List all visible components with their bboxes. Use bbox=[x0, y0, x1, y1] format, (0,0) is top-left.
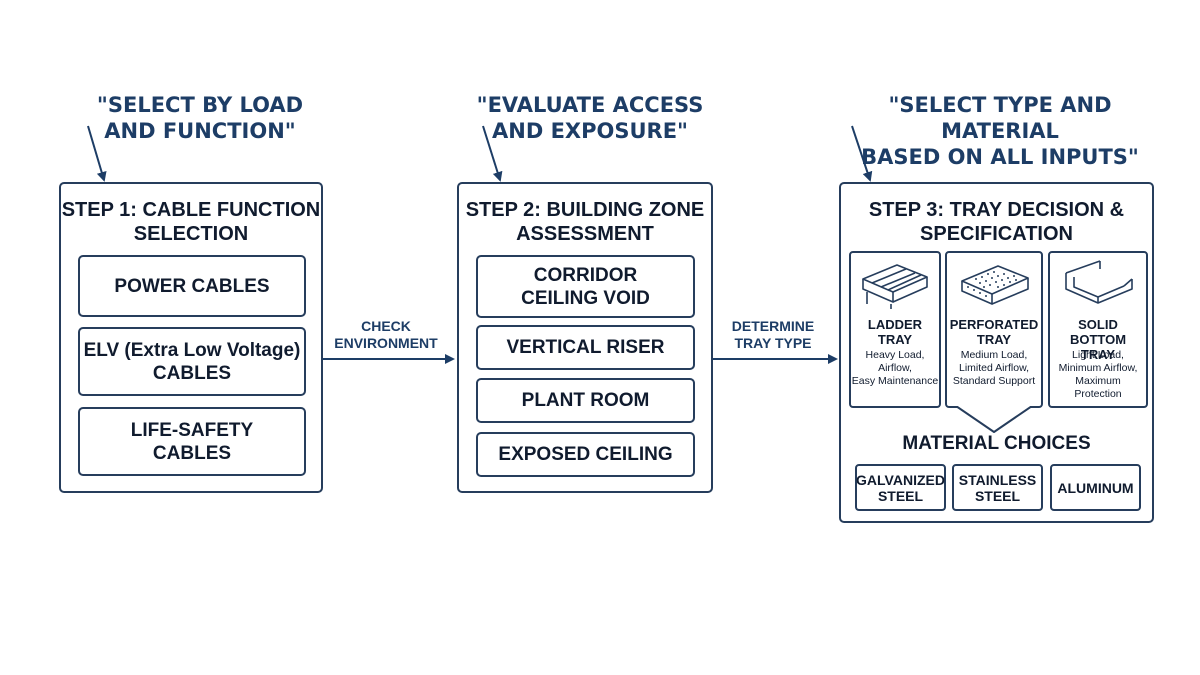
callout-pointer-step2 bbox=[482, 125, 503, 182]
tray-card-solid-bottom: SOLID BOTTOM TRAY Light Load, Minimum Ai… bbox=[1048, 251, 1148, 408]
step1-box: STEP 1: CABLE FUNCTION SELECTION POWER C… bbox=[59, 182, 323, 493]
step1-item-elv-cables: ELV (Extra Low Voltage) CABLES bbox=[78, 327, 306, 396]
tray-name-solid-bottom: SOLID BOTTOM TRAY bbox=[1069, 317, 1127, 362]
step2-item-corridor-ceiling-void: CORRIDOR CEILING VOID bbox=[476, 255, 695, 318]
callout-pointer-step3 bbox=[851, 125, 873, 182]
tray-desc-solid-bottom: Light Load, Minimum Airflow, Maximum Pro… bbox=[1058, 349, 1138, 400]
tray-name-ladder: LADDER TRAY bbox=[867, 317, 923, 347]
callout-step3: "SELECT TYPE AND MATERIAL BASED ON ALL I… bbox=[861, 93, 1139, 169]
materials-title: MATERIAL CHOICES bbox=[902, 433, 1091, 454]
material-stainless-steel: STAINLESS STEEL bbox=[952, 464, 1043, 511]
connector1-label: CHECK ENVIRONMENT bbox=[334, 318, 438, 351]
callout-pointer-step1 bbox=[87, 125, 107, 182]
step1-item-power-cables: POWER CABLES bbox=[78, 255, 306, 317]
step2-item-exposed-ceiling: EXPOSED CEILING bbox=[476, 432, 695, 477]
step1-item-life-safety-cables: LIFE-SAFETY CABLES bbox=[78, 407, 306, 476]
perforated-tray-icon bbox=[961, 265, 1029, 305]
material-galvanized-steel: GALVANIZED STEEL bbox=[855, 464, 946, 511]
tray-desc-ladder: Heavy Load, Airflow, Easy Maintenance bbox=[851, 349, 939, 387]
tray-card-perforated: PERFORATED TRAY Medium Load, Limited Air… bbox=[945, 251, 1043, 408]
tray-desc-perforated: Medium Load, Limited Airflow, Standard S… bbox=[952, 349, 1036, 387]
tray-card-ladder: LADDER TRAY Heavy Load, Airflow, Easy Ma… bbox=[849, 251, 941, 408]
callout-step1: "SELECT BY LOAD AND FUNCTION" bbox=[96, 93, 304, 143]
solid-bottom-tray-icon bbox=[1065, 260, 1133, 304]
step2-item-plant-room: PLANT ROOM bbox=[476, 378, 695, 423]
step1-title: STEP 1: CABLE FUNCTION SELECTION bbox=[61, 199, 321, 245]
connector2-label: DETERMINE TRAY TYPE bbox=[731, 318, 815, 351]
callout-step2: "EVALUATE ACCESS AND EXPOSURE" bbox=[476, 93, 704, 143]
step2-box: STEP 2: BUILDING ZONE ASSESSMENT CORRIDO… bbox=[457, 182, 713, 493]
step3-box: STEP 3: TRAY DECISION & SPECIFICATION LA… bbox=[839, 182, 1154, 523]
step2-title: STEP 2: BUILDING ZONE ASSESSMENT bbox=[465, 199, 705, 245]
tray-name-perforated: PERFORATED TRAY bbox=[949, 317, 1039, 347]
perforated-pointer-shape bbox=[955, 406, 1033, 433]
step2-item-vertical-riser: VERTICAL RISER bbox=[476, 325, 695, 370]
ladder-tray-icon bbox=[862, 264, 928, 309]
material-aluminum: ALUMINUM bbox=[1050, 464, 1141, 511]
step3-title: STEP 3: TRAY DECISION & SPECIFICATION bbox=[868, 199, 1125, 245]
